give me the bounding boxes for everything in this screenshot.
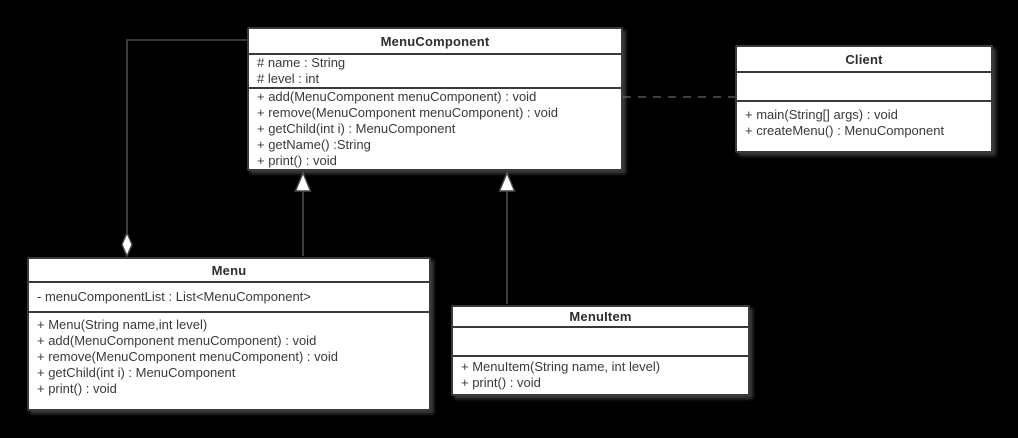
class-attributes-compartment: [453, 328, 748, 357]
member-row: + remove(MenuComponent menuComponent) : …: [257, 105, 558, 120]
member-row: + MenuItem(String name, int level): [461, 359, 661, 374]
class-title: Menu: [29, 259, 429, 283]
generalization-arrowhead-menu-icon: [294, 171, 312, 192]
aggregation-diamond-icon: [121, 231, 133, 258]
member-row: + getChild(int i) : MenuComponent: [257, 121, 456, 136]
member-row: # level : int: [257, 71, 320, 86]
class-title: Client: [737, 47, 991, 73]
class-methods-compartment: + MenuItem(String name, int level)+ prin…: [453, 357, 748, 394]
class-box-menuitem[interactable]: MenuItem + MenuItem(String name, int lev…: [451, 305, 750, 396]
aggregation-line[interactable]: [126, 39, 247, 233]
member-row: + createMenu() : MenuComponent: [745, 123, 945, 138]
member-row: - menuComponentList : List<MenuComponent…: [37, 289, 311, 304]
member-row: + Menu(String name,int level): [37, 317, 208, 332]
class-attributes-compartment: [737, 73, 991, 102]
class-title: MenuItem: [453, 307, 748, 328]
class-box-menu[interactable]: Menu - menuComponentList : List<MenuComp…: [27, 257, 431, 411]
member-row: + remove(MenuComponent menuComponent) : …: [37, 349, 338, 364]
class-attributes-compartment: - menuComponentList : List<MenuComponent…: [29, 283, 429, 313]
member-row: + add(MenuComponent menuComponent) : voi…: [37, 333, 317, 348]
member-row: # name : String: [257, 55, 346, 70]
class-box-client[interactable]: Client + main(String[] args) : void+ cre…: [735, 45, 993, 153]
member-row: + main(String[] args) : void: [745, 107, 898, 122]
member-row: + print() : void: [257, 153, 337, 168]
class-methods-compartment: + main(String[] args) : void+ createMenu…: [737, 102, 991, 151]
member-row: + print() : void: [37, 381, 117, 396]
class-box-menucomponent[interactable]: MenuComponent # name : String# level : i…: [247, 27, 623, 171]
class-methods-compartment: + add(MenuComponent menuComponent) : voi…: [249, 89, 621, 169]
generalization-arrowhead-menuitem-icon: [498, 171, 516, 192]
class-methods-compartment: + Menu(String name,int level)+ add(MenuC…: [29, 313, 429, 409]
member-row: + getChild(int i) : MenuComponent: [37, 365, 236, 380]
class-title: MenuComponent: [249, 29, 621, 55]
class-attributes-compartment: # name : String# level : int: [249, 55, 621, 89]
member-row: + getName() :String: [257, 137, 371, 152]
member-row: + add(MenuComponent menuComponent) : voi…: [257, 89, 537, 104]
member-row: + print() : void: [461, 375, 541, 390]
